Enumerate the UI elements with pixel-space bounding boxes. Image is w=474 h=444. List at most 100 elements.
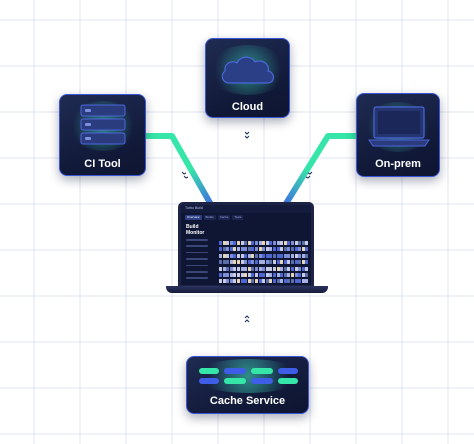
heatmap-cell	[265, 241, 269, 245]
cloud-node[interactable]: Cloud	[205, 38, 290, 118]
heatmap-cell	[247, 241, 251, 245]
heatmap-cell	[287, 279, 291, 284]
heatmap-cell	[269, 266, 273, 271]
heatmap-cell	[229, 279, 233, 284]
heatmap-cell	[301, 279, 305, 284]
heatmap-cell	[301, 247, 305, 252]
heatmap-cell	[280, 273, 284, 277]
tab-builds[interactable]: Builds	[203, 215, 216, 220]
heatmap-cell	[262, 253, 266, 258]
heatmap-cell	[219, 247, 223, 252]
cache-service-label: Cache Service	[209, 395, 286, 407]
cache-pill	[251, 378, 273, 384]
heatmap-cell	[237, 266, 241, 271]
heatmap-cell	[251, 273, 255, 277]
app-top-bar: Turbo Build	[181, 205, 311, 213]
heatmap-cell	[276, 247, 280, 252]
laptop-screen[interactable]: Turbo Build Overview Builds Cache Tests …	[178, 202, 314, 288]
row-label	[186, 258, 208, 260]
heatmap-cell	[240, 266, 244, 271]
heatmap-cell	[283, 247, 287, 252]
heatmap-cell	[280, 260, 284, 265]
heatmap-cell	[240, 260, 244, 265]
connector-on-prem-to-laptop	[279, 133, 356, 212]
cache-service-node[interactable]: Cache Service	[186, 356, 309, 414]
heatmap-cell	[269, 279, 273, 284]
heatmap-cell	[222, 266, 226, 271]
heatmap-cell	[255, 253, 259, 258]
heatmap-cell	[237, 273, 241, 277]
heatmap-cell	[251, 266, 255, 271]
heatmap-cell	[291, 241, 295, 245]
heatmap-cell	[251, 279, 255, 284]
heatmap-cell	[244, 279, 248, 284]
heatmap-cell	[298, 241, 302, 245]
heatmap-cell	[222, 260, 226, 265]
heatmap-cell	[291, 260, 295, 265]
cache-pill	[224, 368, 246, 374]
heatmap-cell	[298, 279, 302, 284]
heatmap-cell	[240, 241, 244, 245]
heatmap-cell	[305, 260, 309, 265]
heatmap-cell	[276, 273, 280, 277]
heatmap-cell	[233, 253, 237, 258]
heatmap-cell	[262, 260, 266, 265]
heatmap-cell	[247, 266, 251, 271]
row-labels	[186, 239, 214, 284]
heatmap-cell	[233, 273, 237, 277]
heatmap-cell	[294, 266, 298, 271]
heatmap-cell	[233, 260, 237, 265]
cache-pill	[278, 378, 298, 384]
row-label	[186, 277, 208, 279]
heatmap-cell	[273, 260, 277, 265]
heatmap-cell	[262, 279, 266, 284]
heatmap-cell	[237, 279, 241, 284]
heatmap-cell	[229, 253, 233, 258]
heatmap-cell	[283, 279, 287, 284]
heatmap-cell	[255, 260, 259, 265]
heatmap-cell	[305, 253, 309, 258]
heatmap-cell	[276, 260, 280, 265]
page-title-line-2: Monitor	[186, 230, 205, 236]
heatmap-cell	[226, 241, 230, 245]
heatmap-cell	[240, 253, 244, 258]
heatmap-cell	[251, 247, 255, 252]
heatmap-cell	[298, 253, 302, 258]
heatmap-cell	[273, 253, 277, 258]
heatmap-cell	[255, 273, 259, 277]
heatmap-cell	[255, 279, 259, 284]
row-label	[186, 270, 208, 273]
heatmap-cell	[237, 260, 241, 265]
cache-pill	[224, 378, 246, 384]
row-label	[186, 251, 208, 254]
tab-overview[interactable]: Overview	[185, 215, 202, 220]
heatmap-cell	[287, 260, 291, 265]
heatmap-cell	[294, 279, 298, 284]
row-label	[186, 264, 208, 267]
tab-cache[interactable]: Cache	[217, 215, 231, 220]
heatmap-cell	[255, 247, 259, 252]
chevron-arrows-icon	[181, 131, 313, 323]
heatmap-cell	[247, 253, 251, 258]
heatmap-cell	[265, 266, 269, 271]
ci-tool-node[interactable]: CI Tool	[59, 94, 146, 176]
heatmap-cell	[226, 273, 230, 277]
heatmap-cell	[233, 279, 237, 284]
heatmap-cell	[226, 266, 230, 271]
heatmap-cell	[269, 241, 273, 245]
heatmap-cell	[280, 279, 284, 284]
heatmap-cell	[273, 266, 277, 271]
tab-tests[interactable]: Tests	[232, 215, 244, 220]
ci-tool-label: CI Tool	[84, 158, 121, 170]
heatmap-cell	[229, 241, 233, 245]
heatmap-cell	[273, 279, 277, 284]
heatmap-cell	[287, 273, 291, 277]
heatmap-cell	[251, 253, 255, 258]
monitor-icon	[368, 106, 430, 147]
heatmap-cell	[294, 260, 298, 265]
heatmap-cell	[269, 260, 273, 265]
on-prem-node[interactable]: On-prem	[356, 93, 440, 177]
on-prem-label: On-prem	[375, 158, 421, 170]
heatmap-cell	[291, 273, 295, 277]
heatmap-cell	[247, 247, 251, 252]
